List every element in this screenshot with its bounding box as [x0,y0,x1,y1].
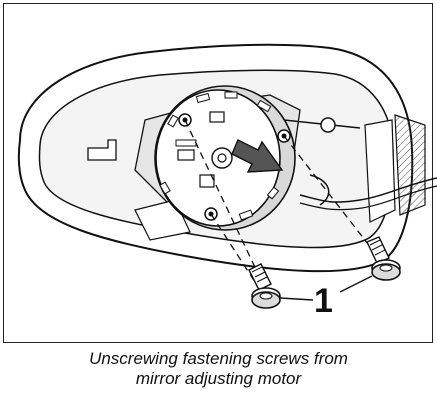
callout-label-1: 1 [314,282,333,320]
diagram-frame [3,3,433,343]
removed-screw-left [248,263,281,309]
linkage-ball [320,117,336,133]
callout-leader-lines [279,275,373,301]
cable [299,177,437,203]
caption-line-1: Unscrewing fastening screws from [89,349,348,368]
removed-screw-right [366,236,401,281]
housing-clip [87,139,117,161]
removal-arrow [231,139,284,173]
screw-guide-lines [184,119,376,283]
figure-caption: Unscrewing fastening screws from mirror … [0,349,437,389]
mirror-illustration [17,43,437,309]
caption-line-2: mirror adjusting motor [135,369,302,388]
